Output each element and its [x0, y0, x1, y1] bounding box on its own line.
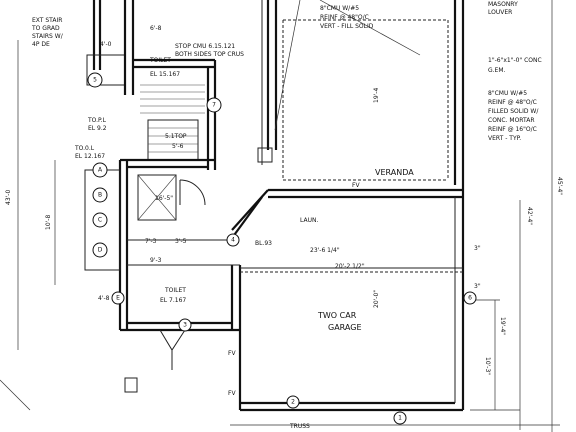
marker-7: 7 [212, 102, 216, 109]
label-top-note-1: 8"CMU W/#5 [320, 5, 359, 12]
label-el-9-2: EL 9.2 [88, 125, 107, 132]
marker-d: D [98, 247, 103, 254]
marker-2: 2 [291, 399, 295, 406]
label-exit-stair-3: STAIRS W/ [32, 33, 64, 40]
left-dimensions [0, 40, 56, 411]
label-dim-20-2: 20'-2 1/2" [335, 263, 365, 270]
label-cmu-note-5: FILLED SOLID W/ [488, 108, 539, 115]
label-left-dim-43: 43'-0 [5, 190, 12, 205]
label-exit-stair: EXT STAIR [32, 17, 62, 24]
label-veranda: VERANDA [375, 168, 414, 177]
label-cmu-note-7: REINF @ 16"O/C [488, 126, 537, 133]
label-masonry: MASONRY [488, 1, 518, 8]
label-dim-4-8: 4'-8 [98, 295, 110, 302]
label-dim-9-3: 9'-3 [150, 257, 162, 264]
label-dim-20-0: 20'-0" [373, 290, 380, 308]
label-exit-stair-2: TO GRAD [31, 25, 60, 32]
label-el-top: EL 15.167 [150, 71, 180, 78]
label-el-mid: EL 7.167 [160, 297, 186, 304]
label-dim-3: 3" [474, 245, 481, 252]
label-toilet-top: TOILET [149, 57, 171, 64]
label-toilet-lower: TO.0.L [74, 145, 95, 152]
label-exit-stair-4: 4P DE [32, 41, 50, 48]
label-cmu-note-6: CONC. MORTAR [488, 117, 535, 124]
label-dim-23-6: 23'-6 1/4" [310, 247, 340, 254]
marker-4: 4 [231, 237, 235, 244]
label-dim-3-5: 3'-5 [175, 238, 187, 245]
marker-c: C [98, 217, 102, 224]
label-cmu-note-2: G.EM. [488, 67, 506, 74]
main-walls [230, 0, 465, 412]
label-fv: FV [352, 182, 360, 189]
label-right-dim-45: 45'-4" [556, 177, 563, 195]
label-top-note-2: REINF @ 48"O/C [320, 14, 369, 21]
label-bl-93: BL.93 [255, 240, 272, 247]
label-left-dim-10: 10'-8 [45, 215, 52, 230]
label-stop-cmu: STOP CMU 6.15.121 [175, 43, 235, 50]
marker-5: 5 [93, 77, 97, 84]
label-dim-4-0-top: 4'-0 [100, 41, 112, 48]
grid-markers: A B C D E 1 2 3 4 5 6 7 [87, 72, 477, 425]
upper-room-framing [257, 0, 449, 181]
label-cmu-note-4: REINF @ 48"O/C [488, 99, 537, 106]
label-bottom-dim: TRUSS [289, 423, 310, 430]
marker-e: E [116, 295, 120, 302]
marker-1: 1 [398, 415, 402, 422]
label-laund: LAUN. [300, 217, 318, 224]
annotations: EXT STAIR TO GRAD STAIRS W/ 4P DE 4'-0 6… [5, 1, 563, 430]
label-cmu-note-8: VERT - TYP. [488, 135, 521, 142]
label-fv-3: FV [228, 390, 236, 397]
right-dimensions [230, 0, 560, 432]
label-louver: LOUVER [488, 9, 512, 16]
label-cmu-note-3: 8"CMU W/#5 [488, 90, 527, 97]
marker-6: 6 [468, 295, 472, 302]
label-cmu-note-1: 1"-6"x1"-0" CONC [488, 57, 542, 64]
label-el-lower: EL 12.167 [75, 153, 105, 160]
label-right-dim-42: 42'-4" [526, 207, 533, 225]
label-stop: 5.1TOP [165, 133, 187, 140]
label-right-dim-19: 19'-4" [499, 317, 506, 335]
label-garage: GARAGE [328, 323, 362, 332]
label-two-car: TWO CAR [317, 311, 357, 320]
label-dim-6-8: 6'-8 [150, 25, 162, 32]
label-fv-2: FV [228, 350, 236, 357]
label-top-note-3: VERT - FILL SOLID [320, 23, 374, 30]
marker-a: A [98, 167, 103, 174]
label-dim-3b: 3" [474, 283, 481, 290]
label-dim-7-3: 7'-3 [145, 238, 157, 245]
label-dim-19-4: 19'-4 [373, 88, 380, 103]
label-toilet-mid: TOILET [164, 287, 186, 294]
label-dim-5-6: 5'-6 [172, 143, 184, 150]
label-sixteen: 16'-5" [155, 195, 173, 202]
label-both-sides: BOTH SIDES TOP CRUS [175, 51, 244, 58]
marker-3: 3 [183, 322, 187, 329]
label-topl-left: TO.P.L [87, 117, 107, 124]
marker-b: B [98, 192, 102, 199]
label-right-dim-10: 10'-3" [484, 357, 491, 375]
